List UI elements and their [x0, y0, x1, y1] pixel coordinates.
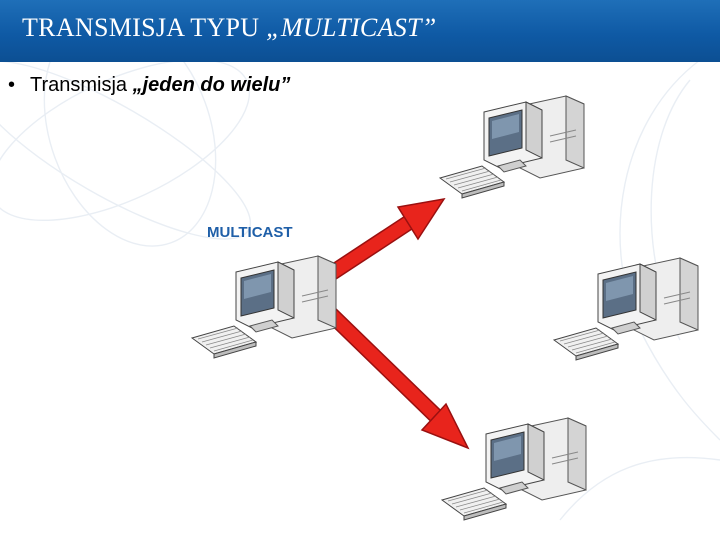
receiver-computer-right-icon	[554, 258, 698, 360]
receiver-computer-bottom-icon	[442, 418, 586, 520]
multicast-label: MULTICAST	[207, 224, 293, 241]
sender-computer-icon	[192, 256, 336, 358]
receiver-computer-top-icon	[440, 96, 584, 198]
